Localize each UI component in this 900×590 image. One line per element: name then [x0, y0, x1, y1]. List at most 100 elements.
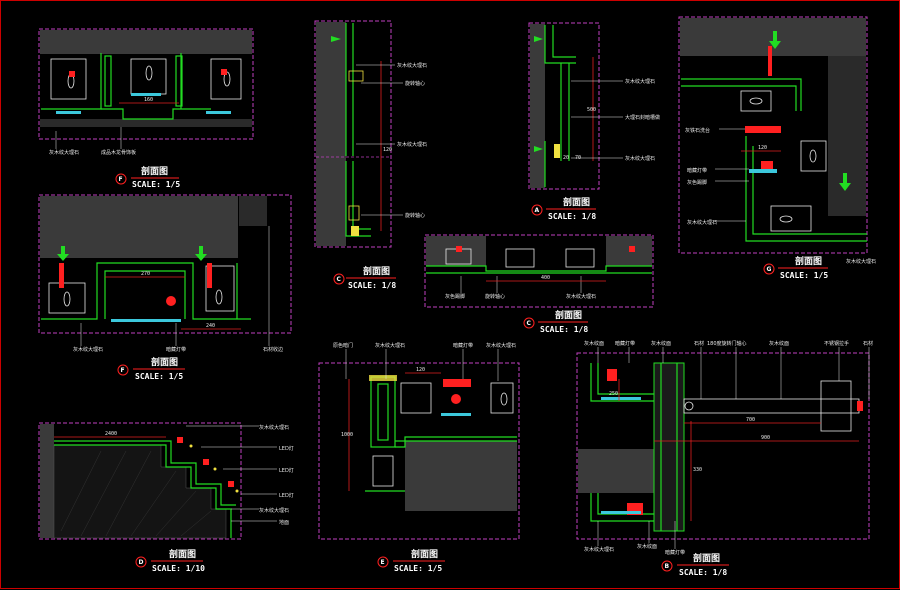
- base-slab: [40, 119, 252, 127]
- label-marble-1: 灰木纹大理石: [397, 62, 427, 69]
- section-tag-letter: E: [381, 559, 385, 566]
- section-tag: [661, 560, 673, 572]
- leaders: [356, 64, 403, 216]
- fixtures: [445, 248, 595, 268]
- markers: [331, 36, 341, 42]
- section-D1: 2400 灰木纹大理石 LED灯 LED灯 LED灯 灰木纹大理石 地面 D 剖…: [38, 422, 294, 573]
- section-title: 剖面图: [563, 196, 590, 208]
- label-stone-2: 石材: [863, 340, 873, 347]
- section-scale: SCALE: 1/8: [548, 212, 596, 221]
- section-tag: [333, 273, 345, 285]
- dim-120: 120: [383, 147, 392, 153]
- dim-900: 900: [761, 435, 770, 441]
- label-marble: 灰木纹大理石: [566, 293, 596, 300]
- section-title: 剖面图: [151, 356, 178, 368]
- green-arrows: [769, 31, 851, 191]
- dim-500: 500: [587, 107, 596, 113]
- label-stone-1: 石材: [694, 340, 704, 347]
- pivot-wall: [653, 362, 685, 532]
- section-box: [38, 194, 292, 334]
- markers: [607, 369, 863, 515]
- section-box: [424, 234, 654, 308]
- label-led-1: 暗藏灯带: [615, 340, 635, 347]
- side-wall: [40, 424, 54, 538]
- section-tag-letter: F: [121, 367, 125, 374]
- led-strips: [56, 93, 231, 114]
- wall-block: [578, 449, 654, 493]
- led-dots: [189, 444, 239, 493]
- fixtures: [372, 382, 514, 487]
- label-marble-1: 灰木纹大理石: [687, 219, 717, 226]
- section-A1: 500 20 70 灰木纹大理石 大理石封暗槽做 灰木纹大理石 A 剖面图 SC…: [528, 22, 660, 221]
- section-tag-letter: B: [665, 563, 670, 570]
- fixtures: [740, 90, 827, 232]
- markers: [177, 437, 234, 487]
- section-box: [38, 422, 242, 540]
- section-box: [314, 20, 392, 248]
- label-led-2: 暗藏灯带: [665, 549, 685, 556]
- label-skirting: 灰色踢脚: [445, 293, 465, 300]
- label-skirting: 灰色踢脚: [687, 179, 707, 186]
- section-box: [576, 352, 870, 540]
- section-scale: SCALE: 1/8: [348, 281, 396, 290]
- section-tag: [531, 204, 543, 216]
- green-arrows: [57, 246, 207, 261]
- section-title: 剖面图: [141, 165, 168, 177]
- section-title: 剖面图: [363, 265, 390, 277]
- section-tag-letter: A: [535, 207, 540, 214]
- section-G1: 120 灰铁石洗台 暗藏灯带 灰色踢脚 灰木纹大理石 灰木纹大理石 G 剖面图 …: [678, 16, 876, 280]
- section-title: 剖面图: [411, 548, 438, 560]
- label-slot: 大理石封暗槽做: [625, 114, 660, 121]
- dim-20: 20: [563, 155, 569, 161]
- markers: [745, 46, 781, 173]
- section-tag: [523, 317, 535, 329]
- dim-2400: 2400: [105, 431, 117, 437]
- section-title: 剖面图: [693, 552, 720, 564]
- section-tag-letter: D: [139, 559, 144, 566]
- hatch: [60, 450, 212, 537]
- section-scale: SCALE: 1/5: [132, 180, 180, 189]
- label-pivot: 180度旋转门轴心: [707, 340, 747, 347]
- label-marble-2: 灰木纹大理石: [846, 258, 876, 265]
- wall-core: [316, 22, 346, 246]
- markers: [443, 379, 471, 404]
- label-wood-2: 灰木纹面: [651, 340, 671, 347]
- label-led-3: LED灯: [279, 492, 294, 499]
- dim-1000: 1000: [341, 432, 353, 438]
- dim-240: 240: [206, 323, 215, 329]
- dim-270: 270: [141, 271, 150, 277]
- stone-cladding: [544, 25, 576, 187]
- hatched-block: [53, 444, 227, 539]
- stone-cladding: [345, 23, 371, 237]
- label-pivot-1: 旋转轴心: [405, 80, 425, 87]
- fixtures: [48, 265, 235, 314]
- stone-cladding: [41, 262, 251, 320]
- label-marble-1: 灰木纹大理石: [375, 342, 405, 349]
- label-led-2: LED灯: [279, 467, 294, 474]
- label-wood-panel: 成品木龙骨饰板: [101, 149, 136, 156]
- label-marble-2: 灰木纹大理石: [625, 155, 655, 162]
- leaders: [715, 128, 749, 222]
- label-marble: 灰木纹大理石: [49, 149, 79, 156]
- dim-250: 250: [609, 391, 618, 397]
- markers: [534, 36, 543, 152]
- label-edge: 石材收边: [263, 346, 283, 353]
- dim-120: 120: [758, 145, 767, 151]
- dim-160: 160: [144, 97, 153, 103]
- markers: [69, 69, 227, 77]
- section-E1: 1000 120 原色暗门 灰木纹大理石 暗藏灯带 灰木纹大理石 E 剖面图 S…: [318, 342, 520, 573]
- section-box: [678, 16, 868, 254]
- leaders: [80, 226, 270, 346]
- section-tag-letter: F: [119, 176, 123, 183]
- label-marble-2: 灰木纹大理石: [486, 342, 516, 349]
- section-B1: 700 900 250 330 灰木纹面 暗藏灯带 灰木纹面 石材 180度旋转…: [576, 340, 873, 577]
- leaders: [345, 349, 499, 381]
- label-pivot: 旋转轴心: [485, 293, 505, 300]
- label-marble-2: 灰木纹大理石: [259, 507, 289, 514]
- stone-cladding: [41, 53, 211, 120]
- label-handle: 不锈钢拉手: [824, 340, 849, 347]
- section-title: 剖面图: [795, 255, 822, 267]
- wall-core: [530, 24, 545, 188]
